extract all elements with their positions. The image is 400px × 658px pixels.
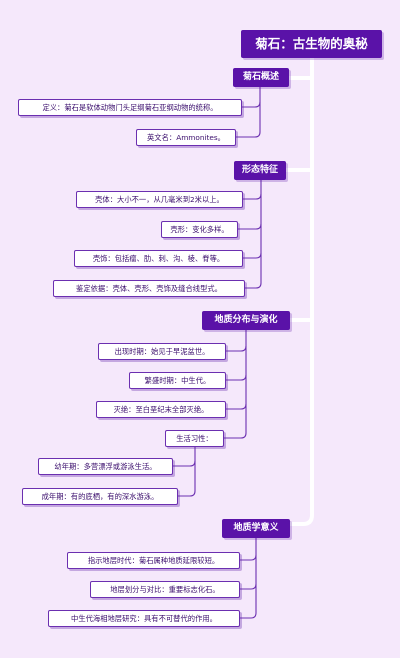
dist-item-appearance[interactable]: 出现时期：始见于早泥盆世。 [98,343,226,360]
sig-item-correlation[interactable]: 地层划分与对比：重要标志化石。 [90,581,240,598]
sig-item-mesozoic[interactable]: 中生代海相地层研究：具有不可替代的作用。 [48,610,240,627]
section-morphology[interactable]: 形态特征 [234,161,286,180]
link-habit-1 [173,446,196,467]
link-overview-1 [242,87,261,108]
morph-item-ornament[interactable]: 壳饰：包括瘤、肋、刺、沟、棱、脊等。 [74,250,243,267]
root-topic[interactable]: 菊石：古生物的奥秘 [241,30,382,58]
section-distribution[interactable]: 地质分布与演化 [202,311,290,330]
link-sig-1 [240,538,257,561]
link-habit-2 [178,461,196,497]
morph-item-identification[interactable]: 鉴定依据：壳体、壳形、壳饰及缝合线型式。 [53,280,245,297]
link-dist-1 [226,329,247,352]
link-morph-1 [243,179,262,200]
dist-item-extinction[interactable]: 灭绝：至白垩纪末全部灭绝。 [96,401,226,418]
section-significance[interactable]: 地质学意义 [222,519,290,538]
dist-item-habits[interactable]: 生活习性： [165,430,224,447]
dist-item-prosperity[interactable]: 繁盛时期：中生代。 [129,372,226,389]
overview-item-definition[interactable]: 定义：菊石是软体动物门头足纲菊石亚纲动物的统称。 [18,99,242,116]
overview-item-english-name[interactable]: 英文名：Ammonites。 [136,129,236,146]
section-overview[interactable]: 菊石概述 [233,68,289,87]
link-dist-4 [224,404,247,439]
habit-item-adult[interactable]: 成年期：有的底栖，有的深水游泳。 [22,488,178,505]
root-trunk [288,56,314,526]
morph-item-shape[interactable]: 壳形：变化多样。 [161,221,238,238]
morph-item-shell[interactable]: 壳体：大小不一，从几毫米到2米以上。 [76,191,243,208]
link-morph-4 [245,253,262,289]
sig-item-stratigraphic-age[interactable]: 指示地层时代：菊石属种地质延限较短。 [67,552,240,569]
habit-item-juvenile[interactable]: 幼年期：多营漂浮或游泳生活。 [38,458,173,475]
link-overview-2 [236,102,261,138]
link-sig-3 [240,584,257,619]
